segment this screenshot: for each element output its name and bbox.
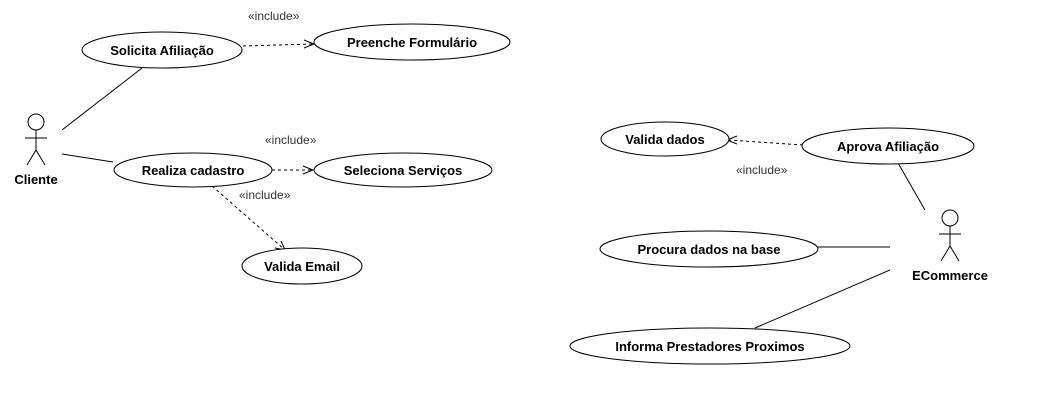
use-case-informa-prestadores[interactable]: Informa Prestadores Proximos [569,327,851,365]
include-cadastro-seleciona [272,165,315,175]
use-case-label: Solicita Afiliação [110,43,214,58]
actor-cliente[interactable]: Cliente [14,113,58,187]
use-case-seleciona-servicos[interactable]: Seleciona Serviços [313,152,493,188]
use-case-realiza-cadastro[interactable]: Realiza cadastro [113,152,273,188]
actor-label: ECommerce [912,268,988,283]
use-case-solicita-afiliacao[interactable]: Solicita Afiliação [81,31,243,69]
actor-label: Cliente [14,172,57,187]
use-case-label: Aprova Afiliação [837,139,939,154]
association-cliente-solicita [61,67,143,131]
actor-ecommerce[interactable]: ECommerce [912,209,988,283]
association-ecommerce-aprova [897,162,926,211]
use-case-label: Valida Email [264,259,340,274]
include-aprova-valida [725,135,804,146]
use-case-aprova-afiliacao[interactable]: Aprova Afiliação [801,127,975,165]
association-ecommerce-informa [754,269,891,329]
include-label: «include» [248,9,300,23]
actor-head-icon [27,113,45,131]
use-case-label: Seleciona Serviços [344,163,463,178]
include-label: «include» [736,163,788,177]
use-case-valida-dados[interactable]: Valida dados [600,121,730,157]
use-case-preenche-formulario[interactable]: Preenche Formulário [313,23,511,61]
use-case-label: Informa Prestadores Proximos [615,339,804,354]
use-case-label: Valida dados [625,132,704,147]
include-label: «include» [265,133,317,147]
include-label: «include» [239,188,291,202]
actor-head-icon [941,209,959,227]
use-case-label: Preenche Formulário [347,35,477,50]
association-cliente-cadastro [61,153,114,163]
use-case-label: Realiza cadastro [142,163,245,178]
use-case-label: Procura dados na base [637,242,780,257]
use-case-valida-email[interactable]: Valida Email [241,247,363,285]
use-case-procura-dados[interactable]: Procura dados na base [599,230,819,268]
include-solicita-preenche [242,39,316,49]
